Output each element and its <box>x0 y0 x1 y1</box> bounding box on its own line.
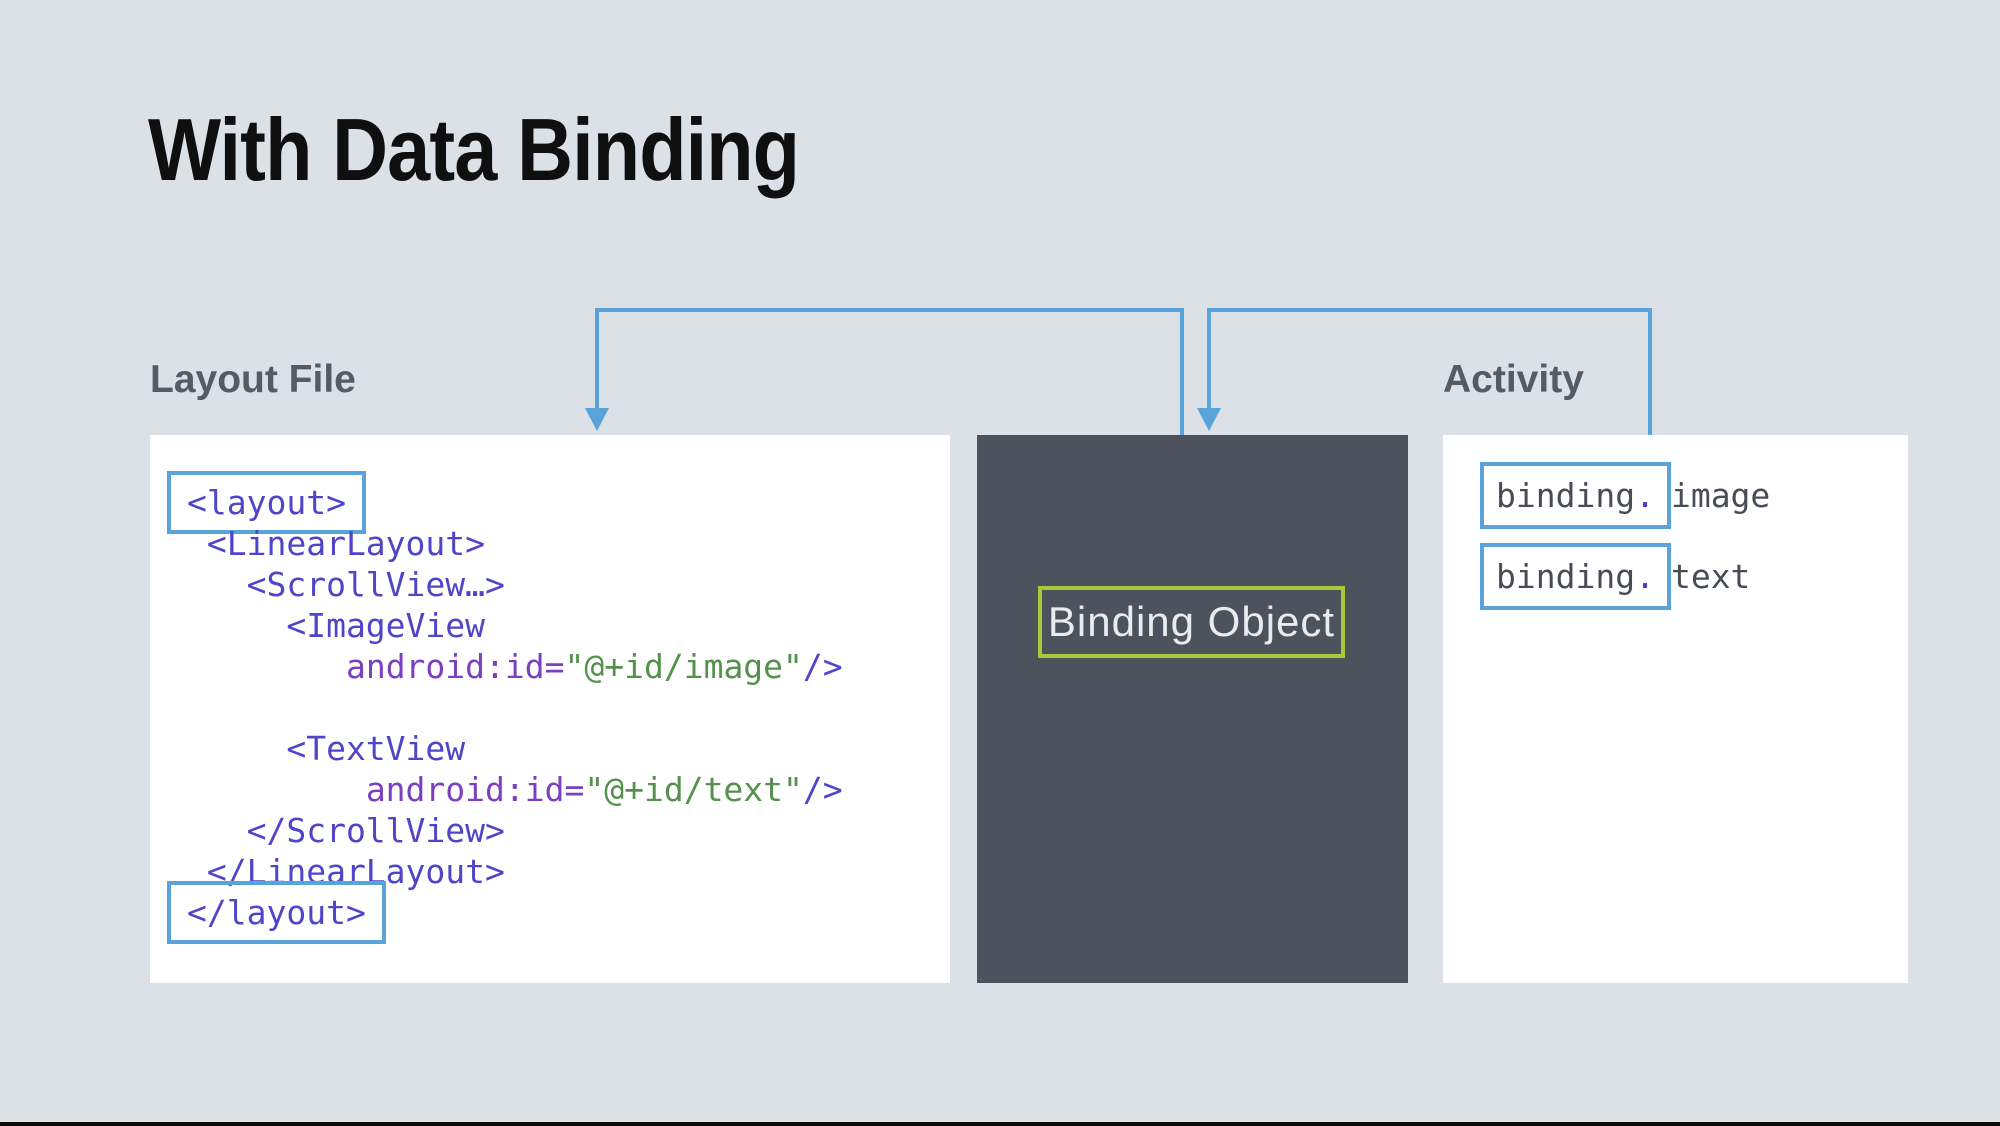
arrowhead-down-icon <box>1197 408 1221 431</box>
page-title: With Data Binding <box>148 100 800 199</box>
layout-file-panel <box>150 435 950 983</box>
layout-tag-highlight-box: </layout> <box>167 881 386 944</box>
code-line: android:id="@+id/text"/> <box>187 769 843 810</box>
code-segment: <ScrollView…> <box>187 565 505 604</box>
code-segment: . <box>1635 476 1655 515</box>
binding-object-panel <box>977 435 1408 983</box>
code-segment: <ImageView <box>187 606 486 645</box>
code-line: </ScrollView> <box>187 810 843 851</box>
code-segment: . <box>1635 557 1655 596</box>
code-segment: "@+id/text" <box>584 770 803 809</box>
code-line: </layout> <box>167 881 843 944</box>
code-line: <layout> <box>167 471 843 534</box>
code-line: <TextView <box>187 728 843 769</box>
code-segment: android:id= <box>345 647 565 686</box>
code-segment: "@+id/image" <box>564 647 803 686</box>
code-segment: <TextView <box>187 729 466 768</box>
code-line: android:id="@+id/image"/> <box>187 646 843 687</box>
layout-tag-highlight-box: <layout> <box>167 471 366 534</box>
arrowhead-down-icon <box>585 408 609 431</box>
code-segment: </layout> <box>187 893 366 932</box>
code-segment: </ScrollView> <box>187 811 505 850</box>
code-line: </LinearLayout> <box>187 851 843 892</box>
binding-object-box: Binding Object <box>1038 586 1345 658</box>
code-segment: <LinearLayout> <box>187 524 486 563</box>
binding-expression-row: binding.image <box>1480 462 1770 529</box>
section-label-layout-file: Layout File <box>150 358 356 401</box>
code-segment: binding <box>1496 557 1636 596</box>
code-line: <ImageView <box>187 605 843 646</box>
binding-prefix-highlight-box: binding. <box>1480 462 1671 529</box>
code-segment: <layout> <box>187 483 346 522</box>
binding-object-label: Binding Object <box>1047 598 1336 645</box>
binding-prefix-highlight-box: binding. <box>1480 543 1671 610</box>
code-segment: /> <box>802 647 843 686</box>
code-segment: binding <box>1496 476 1636 515</box>
layout-xml-code-block: <layout> <LinearLayout> <ScrollView…> <I… <box>167 471 843 944</box>
code-segment <box>187 647 346 686</box>
section-label-activity: Activity <box>1443 358 1584 401</box>
bottom-edge-bar <box>0 1122 2000 1126</box>
code-segment: android:id= <box>365 770 585 809</box>
code-segment: </LinearLayout> <box>187 852 505 891</box>
binding-property-name: image <box>1670 476 1771 515</box>
code-line: <ScrollView…> <box>187 564 843 605</box>
code-segment <box>187 770 366 809</box>
code-line: <LinearLayout> <box>187 523 843 564</box>
binding-property-name: text <box>1670 557 1751 596</box>
code-segment: /> <box>802 770 843 809</box>
binding-expression-row: binding.text <box>1480 543 1770 610</box>
code-line <box>187 687 843 728</box>
connector-layout-to-binding-line <box>595 308 1184 437</box>
